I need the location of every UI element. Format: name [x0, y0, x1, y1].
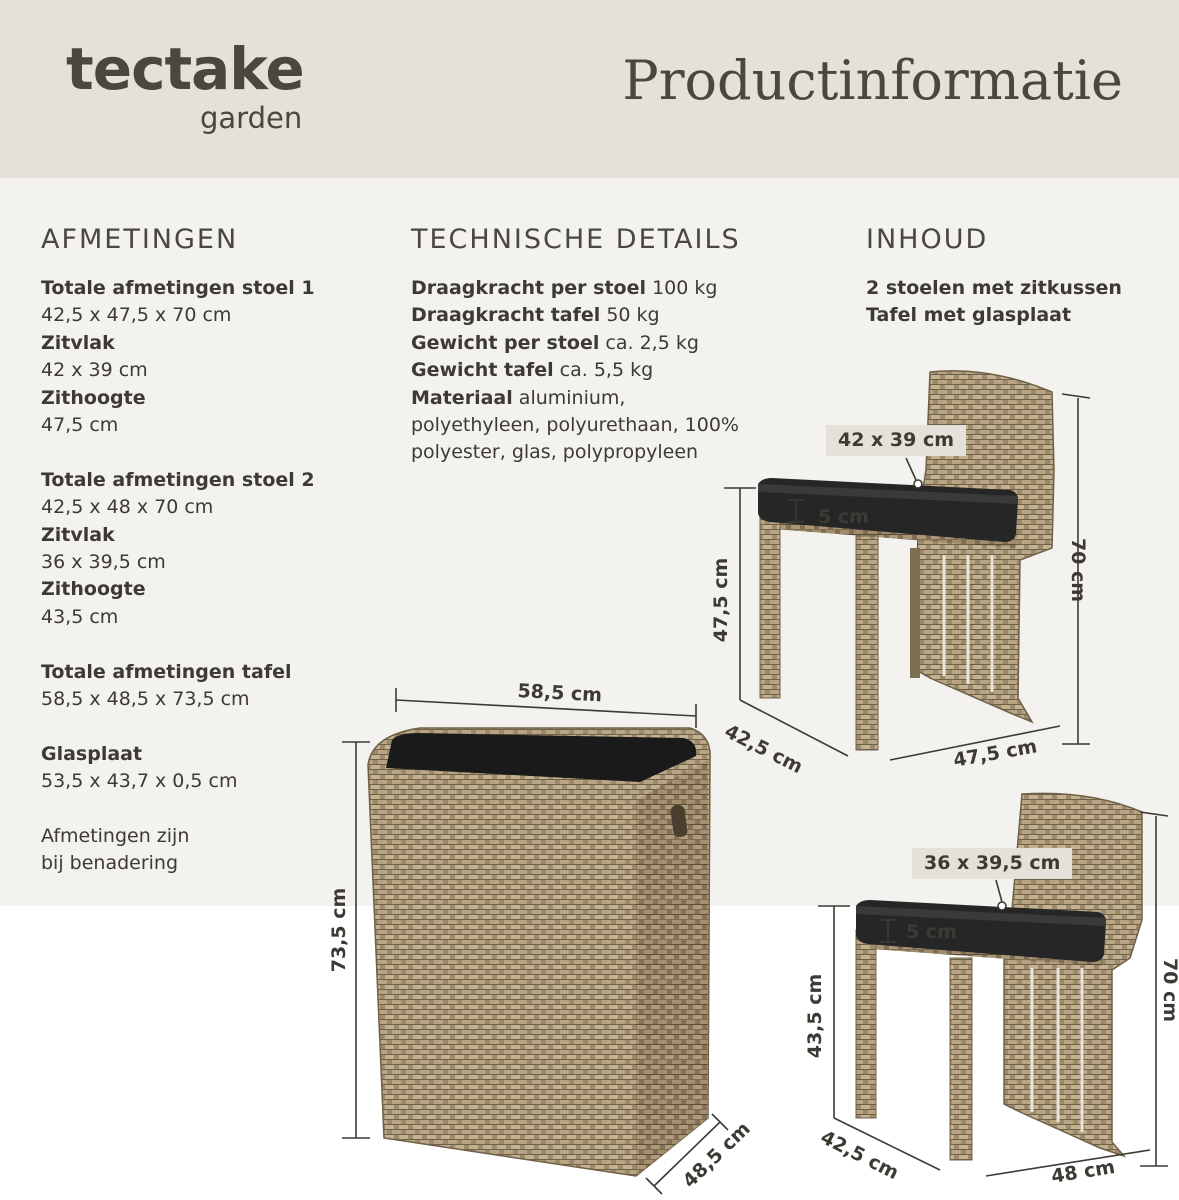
load-table-label: Draagkracht tafel: [411, 304, 601, 327]
chair2-dim-lines: [818, 811, 1169, 1177]
material-label: Materiaal: [411, 386, 513, 409]
chair2-seat-label: Zitvlak: [41, 523, 115, 546]
technical-heading: TECHNISCHE DETAILS: [411, 224, 741, 255]
table-dim-lines: [342, 688, 729, 1195]
load-table-value: 50 kg: [606, 304, 660, 327]
weight-chair-label: Gewicht per stoel: [411, 331, 600, 354]
contents-heading: INHOUD: [866, 224, 989, 255]
note-line-2: bij benadering: [41, 852, 179, 875]
load-chair-label: Draagkracht per stoel: [411, 277, 647, 299]
weight-chair-value: ca. 2,5 kg: [605, 331, 699, 354]
load-chair-value: 100 kg: [652, 277, 718, 299]
table-label: Totale afmetingen tafel: [41, 660, 292, 683]
chair2-height-label: Zithoogte: [41, 578, 146, 601]
chair2-height-label: 70 cm: [1159, 957, 1179, 1023]
weight-table-value: ca. 5,5 kg: [559, 359, 654, 382]
glass-value: 53,5 x 43,7 x 0,5 cm: [41, 770, 238, 793]
chair2-seat-tag: 36 x 39,5 cm: [912, 848, 1073, 879]
chair1-seat-value: 42 x 39 cm: [41, 359, 148, 382]
contents-item-2: Tafel met glasplaat: [866, 304, 1072, 327]
contents-item-1: 2 stoelen met zitkussen: [866, 277, 1122, 299]
brand-logo-sub: garden: [200, 101, 303, 135]
table-value: 58,5 x 48,5 x 73,5 cm: [41, 688, 250, 711]
chair2-seat-height-label: 43,5 cm: [804, 973, 826, 1059]
chair1-height-value: 47,5 cm: [41, 414, 119, 437]
weight-table-label: Gewicht tafel: [411, 359, 554, 382]
material-line-1: aluminium,: [518, 386, 626, 409]
chair2-value: 42,5 x 48 x 70 cm: [41, 496, 214, 519]
material-line-2: polyethyleen, polyurethaan, 100%: [411, 414, 739, 437]
table-height-label: 73,5 cm: [328, 887, 350, 973]
chair2-illustration: [855, 792, 1143, 1161]
chair1-height-label: 70 cm: [1067, 537, 1089, 603]
header-band: tectake garden Productinformatie: [0, 0, 1179, 178]
note-line-1: Afmetingen zijn: [41, 825, 190, 848]
brand-logo: tectake: [66, 35, 305, 103]
dimensions-heading: AFMETINGEN: [41, 224, 239, 255]
page-title: Productinformatie: [622, 49, 1123, 112]
chair2-label: Totale afmetingen stoel 2: [41, 468, 315, 491]
chair1-cushion-label: 5 cm: [818, 506, 869, 528]
chair1-value: 42,5 x 47,5 x 70 cm: [41, 304, 232, 327]
technical-list: Draagkracht per stoel 100 kg Draagkracht…: [411, 275, 739, 467]
dimensions-list: Totale afmetingen stoel 1 42,5 x 47,5 x …: [41, 275, 315, 878]
contents-list: 2 stoelen met zitkussen Tafel met glaspl…: [866, 275, 1122, 330]
material-line-3: polyester, glas, polypropyleen: [411, 441, 699, 464]
glass-label: Glasplaat: [41, 742, 143, 765]
chair1-dim-lines: [724, 393, 1091, 761]
chair2-seat-value: 36 x 39,5 cm: [41, 551, 166, 574]
chair1-illustration: [758, 370, 1055, 751]
chair2-height-value: 43,5 cm: [41, 605, 119, 628]
chair1-height-label: Zithoogte: [41, 386, 146, 409]
chair1-seat-height-label: 47,5 cm: [710, 557, 732, 643]
chair2-cushion-label: 5 cm: [906, 921, 957, 943]
chair1-seat-tag: 42 x 39 cm: [826, 425, 967, 456]
chair1-seat-label: Zitvlak: [41, 331, 115, 354]
table-width-label: 58,5 cm: [516, 680, 603, 707]
chair1-label: Totale afmetingen stoel 1: [41, 277, 315, 299]
table-illustration: [367, 727, 711, 1177]
